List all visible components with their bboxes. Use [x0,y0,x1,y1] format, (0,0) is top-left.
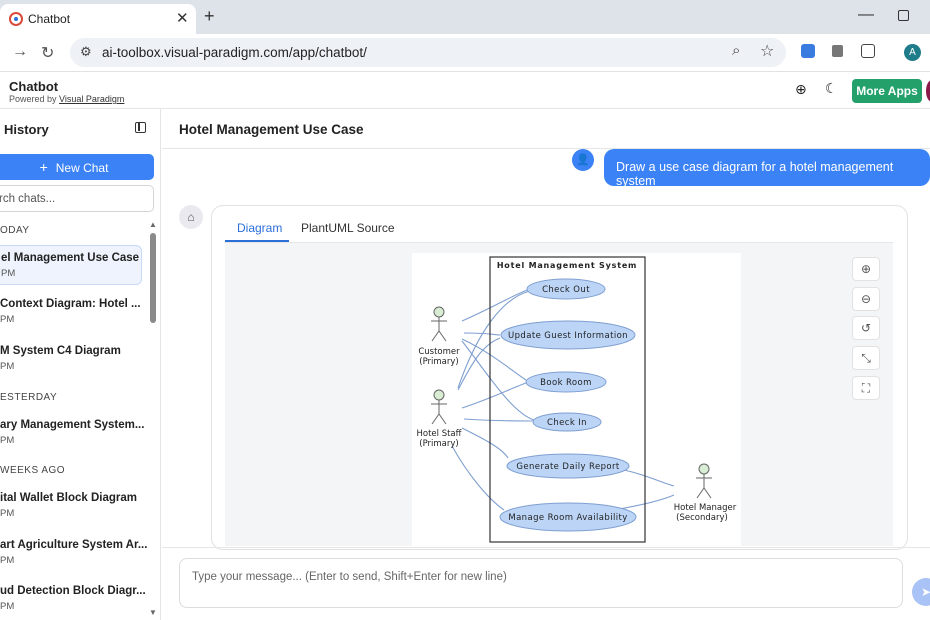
chat-item-time: PM [0,435,14,446]
search-chats-input[interactable]: rch chats... [0,185,154,212]
use-case-label: Check Out [542,285,590,295]
browser-tab-title: Chatbot [28,12,70,26]
chat-item-title: ary Management System... [0,419,144,431]
reload-icon[interactable]: ↻ [41,43,54,63]
scroll-down-arrow-icon[interactable]: ▼ [149,608,157,617]
use-case-diagram[interactable]: Hotel Management System Check Out Update… [412,253,741,546]
tab-plantuml-source[interactable]: PlantUML Source [301,221,395,235]
send-button[interactable]: ➤ [912,578,930,606]
group-label-yesterday: ESTERDAY [0,392,57,403]
zoom-in-icon[interactable]: ⊕ [852,257,880,281]
address-bar[interactable]: ⚙ ai-toolbox.visual-paradigm.com/app/cha… [70,38,786,67]
shrink-icon[interactable]: ⤡ [852,346,880,370]
group-label-today: ODAY [0,225,30,236]
profile-avatar[interactable]: A [904,44,921,61]
globe-icon[interactable]: ⊕ [795,81,807,98]
message-input[interactable]: Type your message... (Enter to send, Shi… [179,558,903,608]
history-title: History [4,122,49,137]
bookmark-star-icon[interactable]: ☆ [760,41,774,61]
actor-name: Customer [418,347,460,357]
actor-head [699,464,709,474]
plus-icon: + [40,159,48,175]
reset-icon[interactable]: ↺ [852,316,880,340]
visual-paradigm-link[interactable]: Visual Paradigm [59,94,124,104]
scroll-up-arrow-icon[interactable]: ▲ [149,220,157,229]
fullscreen-icon[interactable]: ⛶ [852,376,880,400]
sidebar-toggle-icon[interactable] [135,122,146,133]
actor-head [434,390,444,400]
chat-item-time: PM [1,268,15,279]
use-case-label: Check In [547,418,587,428]
extension-puzzle-icon[interactable] [832,45,843,57]
history-sidebar: History + New Chat rch chats... ODAY el M… [0,109,161,620]
chat-item[interactable]: ud Detection Block Diagr... PM [0,579,142,619]
site-favicon-icon [9,12,23,26]
user-avatar-edge[interactable] [926,80,930,102]
forward-arrow-icon[interactable]: → [12,43,28,61]
chat-item-title: art Agriculture System Ar... [0,539,147,551]
more-apps-button[interactable]: More Apps [852,79,922,103]
bot-icon: ⌂ [179,205,203,229]
new-tab-button[interactable]: + [204,6,215,27]
app-header: Chatbot Powered by Visual Paradigm ⊕ ☾ M… [0,72,930,109]
chat-item[interactable]: Context Diagram: Hotel ... PM [0,292,142,332]
chat-item[interactable]: ital Wallet Block Diagram PM [0,486,142,526]
chat-item[interactable]: M System C4 Diagram PM [0,339,142,379]
actor-name: Hotel Staff [416,429,462,439]
use-case-label: Generate Daily Report [516,462,619,472]
chat-item-time: PM [0,361,14,372]
moon-icon[interactable]: ☾ [825,80,838,97]
url-text[interactable]: ai-toolbox.visual-paradigm.com/app/chatb… [102,45,367,60]
site-info-icon[interactable]: ⚙ [80,44,92,60]
chat-item-time: PM [0,508,14,519]
actor-head [434,307,444,317]
window-minimize-button[interactable]: — [858,6,874,24]
powered-by-prefix: Powered by [9,94,59,104]
actor-role: (Primary) [419,357,458,367]
use-case-label: Book Room [540,378,592,388]
new-chat-label: New Chat [56,161,109,175]
chat-item-time: PM [0,601,14,612]
use-case-label: Manage Room Availability [508,513,627,523]
app-name: Chatbot [9,79,58,94]
use-case-label: Update Guest Information [508,331,628,341]
user-message: Draw a use case diagram for a hotel mana… [604,149,930,186]
sidebar-scrollbar[interactable] [150,233,156,323]
system-name: Hotel Management System [497,261,637,270]
chat-item-title: M System C4 Diagram [0,345,121,357]
new-chat-button[interactable]: + New Chat [0,154,154,180]
extensions-menu-icon[interactable] [861,44,875,58]
actor-name: Hotel Manager [674,503,737,513]
zoom-out-icon[interactable]: ⊖ [852,287,880,311]
tab-diagram[interactable]: Diagram [237,221,282,235]
zoom-icon[interactable]: ⌕ [732,42,740,59]
chat-item-time: PM [0,555,14,566]
chat-item-title: el Management Use Case [1,252,139,264]
actor-role: (Secondary) [676,513,728,523]
powered-by: Powered by Visual Paradigm [9,94,124,104]
conversation-title: Hotel Management Use Case [179,122,364,137]
actor-role: (Primary) [419,439,458,449]
group-label-weeks-ago: WEEKS AGO [0,465,65,476]
chat-item-title: ital Wallet Block Diagram [0,492,137,504]
user-icon: 👤 [572,149,594,171]
divider [162,547,930,548]
browser-tab-bar: Chatbot ✕ + — [0,0,930,34]
browser-toolbar: → ↻ ⚙ ai-toolbox.visual-paradigm.com/app… [0,34,930,72]
chat-item-title: ud Detection Block Diagr... [0,585,146,597]
browser-tab[interactable]: Chatbot ✕ [0,4,196,34]
chat-item[interactable]: el Management Use Case PM [0,245,142,285]
window-maximize-button[interactable] [898,10,909,21]
extension-icon[interactable] [801,44,815,58]
tab-close-icon[interactable]: ✕ [176,9,189,27]
chat-item[interactable]: art Agriculture System Ar... PM [0,533,142,573]
chat-item-time: PM [0,314,14,325]
chat-item[interactable]: ary Management System... PM [0,413,142,453]
chat-item-title: Context Diagram: Hotel ... [0,298,141,310]
